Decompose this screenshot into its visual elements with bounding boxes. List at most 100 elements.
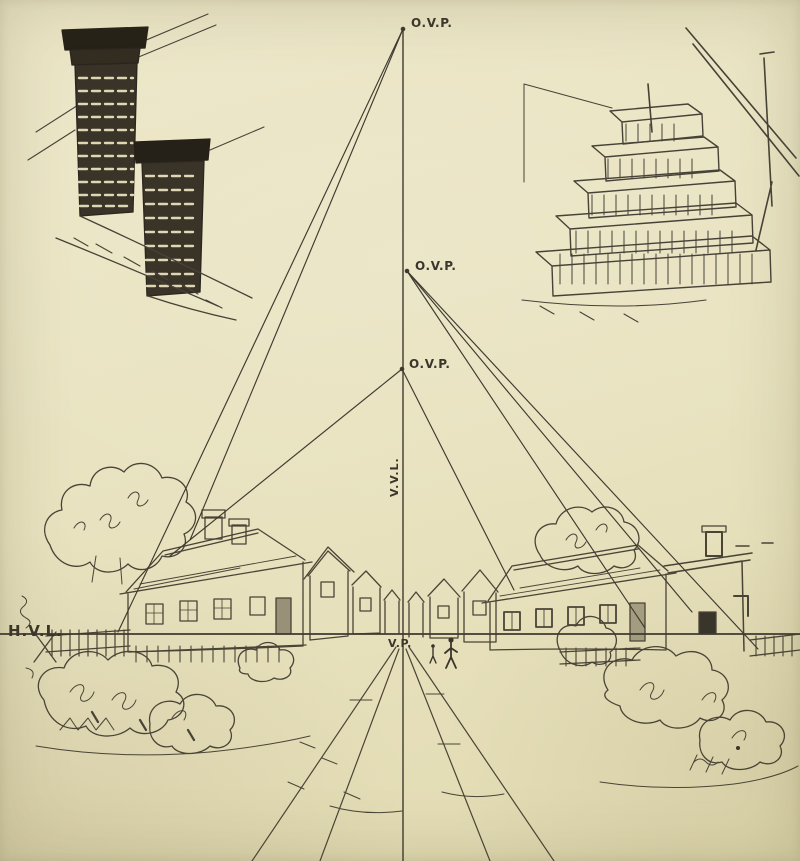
road-edges — [251, 646, 555, 861]
riser-hatch-1 — [559, 253, 753, 285]
left-bush-outline — [37, 650, 185, 737]
left-house — [119, 528, 313, 653]
left-ground-line — [35, 735, 311, 756]
far-right-chimney-cap — [701, 525, 727, 533]
step-1 — [535, 235, 772, 297]
right-house-roof-strokes — [499, 567, 661, 597]
right-ground-line — [599, 758, 799, 789]
left-house-roof-strokes — [133, 555, 297, 590]
right-tree-detail — [565, 523, 608, 549]
label-ovp-lower: O.V.P. — [409, 357, 451, 371]
roof-lines — [55, 215, 253, 321]
left-house-chimney-cap — [201, 509, 226, 519]
left-house-chimney2-cap — [228, 518, 250, 527]
ovp-mid-ray-right-2 — [406, 270, 759, 650]
riser-hatch-4 — [607, 158, 693, 179]
riser-hatch-3 — [591, 194, 713, 216]
right-fence-pickets — [565, 647, 627, 667]
gate-cross — [33, 631, 57, 663]
picket-fence-pickets — [135, 645, 280, 663]
ovp-top-ray-left-long — [117, 28, 404, 633]
chimney-shaft — [74, 62, 138, 217]
small-bush-mid — [237, 641, 295, 683]
window — [437, 605, 450, 619]
label-hvl: H.V.L. — [8, 622, 63, 640]
right-bush-detail — [639, 682, 747, 775]
right-edge-bracket — [733, 595, 749, 617]
ovp-low-ray-right — [401, 368, 515, 591]
small-house-b2 — [351, 570, 382, 635]
small-house-c3 — [407, 591, 425, 638]
door — [629, 602, 646, 642]
brick-rows — [77, 76, 135, 208]
step-5 — [609, 103, 704, 145]
step-3 — [573, 169, 737, 219]
window-mullions — [145, 598, 232, 625]
window — [359, 597, 372, 612]
ovp-low-point — [399, 366, 405, 372]
stair-guides — [523, 83, 613, 183]
margin-squiggle — [20, 595, 34, 679]
right-house — [481, 544, 677, 651]
window — [213, 598, 232, 620]
right-bush-outline — [603, 646, 729, 729]
window-mullions — [511, 604, 609, 631]
street-scene — [20, 462, 800, 861]
chimney-sketch — [27, 13, 265, 321]
ovp-mid-ray-right-3 — [406, 270, 646, 629]
window — [472, 600, 487, 616]
left-tree-outline — [44, 462, 197, 573]
staircase-sketch — [521, 27, 800, 323]
ovp-top-point — [400, 26, 406, 32]
stair-railing — [647, 27, 800, 251]
gable-house — [303, 546, 355, 641]
chimney-cap — [61, 26, 149, 51]
dark-window — [698, 611, 717, 635]
left-bush-detail — [59, 684, 187, 731]
ovp-mid-ray-right-1 — [406, 270, 693, 613]
window — [145, 603, 164, 625]
wire-lines — [27, 13, 265, 161]
left-house-chimney2 — [231, 524, 247, 545]
ovp-low-ray-left — [169, 368, 403, 557]
small-house-c2 — [427, 578, 461, 639]
door — [275, 597, 292, 635]
label-ovp-middle: O.V.P. — [415, 259, 457, 273]
ovp-top-ray-left-short — [189, 28, 404, 541]
chimney2-cap — [133, 138, 211, 164]
small-bush-right-road — [556, 615, 617, 667]
label-vvl: V.V.L. — [388, 457, 401, 497]
right-tree-outline — [534, 506, 640, 575]
label-vp: V.P. — [388, 637, 412, 650]
far-right-fence-pickets — [755, 635, 793, 657]
left-fence-pickets — [51, 629, 125, 657]
pedestrian-figure — [444, 637, 458, 669]
window — [179, 600, 198, 622]
left-bush-accents — [90, 710, 196, 742]
left-bush2-outline — [148, 693, 235, 755]
stair-base — [521, 299, 707, 323]
riser-hatch-2 — [575, 230, 733, 254]
chimney-cap-band — [69, 47, 141, 66]
ovp-mid-point — [404, 268, 410, 274]
label-ovp-top: O.V.P. — [411, 16, 453, 30]
picket-fence-rail — [129, 644, 307, 653]
roof-hatch — [73, 237, 223, 309]
construction-lines — [0, 26, 800, 861]
small-house-b3 — [383, 589, 401, 634]
chimney2-shaft — [141, 160, 205, 297]
road-shading — [287, 693, 505, 814]
construction-dashes — [735, 542, 774, 547]
ground-dot — [736, 746, 740, 750]
far-right-chimney — [705, 531, 723, 557]
right-bush2-outline — [698, 709, 785, 771]
pedestrian-figure-small — [429, 644, 437, 664]
small-house-c1 — [461, 569, 499, 643]
right-fence-rails — [559, 647, 641, 665]
far-right-house — [663, 552, 753, 652]
gable-window — [320, 581, 335, 598]
riser-hatch-5 — [625, 123, 675, 142]
left-tree-detail — [73, 491, 149, 585]
